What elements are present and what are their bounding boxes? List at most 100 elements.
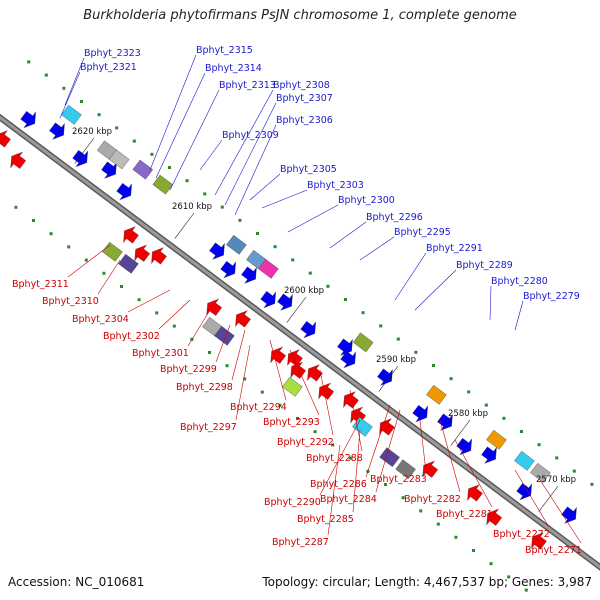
reverse-gene-label: Bphyt_2286: [310, 479, 367, 490]
rna-dot: [348, 456, 352, 460]
scale-tick: [538, 485, 559, 512]
forward-gene-arrow: [72, 149, 88, 168]
forward-gene-arrow: [20, 110, 36, 129]
rna-dot: [489, 562, 493, 566]
scale-label: 2590 kbp: [376, 355, 416, 365]
leader-line: [235, 344, 251, 421]
forward-gene-label: Bphyt_2323: [84, 48, 141, 59]
leader-line: [224, 102, 277, 206]
reverse-gene-label: Bphyt_2287: [272, 537, 329, 548]
feature-box: [486, 429, 507, 450]
rna-dot: [308, 271, 312, 275]
scale-label: 2610 kbp: [172, 202, 212, 212]
scale-tick: [74, 137, 95, 164]
reverse-gene-arrow: [123, 226, 139, 244]
leader-line: [97, 259, 121, 295]
forward-gene-arrow: [340, 350, 356, 369]
rna-dot: [32, 219, 35, 222]
rna-dot: [436, 522, 440, 526]
feature-box: [108, 149, 130, 170]
reverse-gene-arrow: [0, 130, 11, 148]
rna-dot: [572, 469, 576, 473]
rna-dot: [507, 575, 511, 579]
rna-dot: [137, 298, 141, 302]
scale-tick: [378, 365, 399, 392]
rna-dot: [260, 390, 264, 394]
forward-gene-arrow: [277, 293, 293, 311]
reverse-gene-arrow: [270, 346, 287, 364]
leader-line: [414, 269, 457, 311]
forward-gene-label: Bphyt_2296: [366, 212, 423, 223]
leader-line: [158, 299, 191, 330]
rna-dot: [401, 496, 405, 500]
rna-dot: [472, 549, 475, 552]
forward-gene-label: Bphyt_2306: [276, 115, 333, 126]
scale-label: 2580 kbp: [448, 409, 488, 419]
feature-box: [214, 325, 235, 346]
forward-gene-arrow: [49, 122, 65, 140]
scale-tick: [450, 419, 471, 446]
forward-gene-label: Bphyt_2280: [491, 276, 548, 287]
rna-dot: [97, 113, 101, 117]
reverse-gene-label: Bphyt_2281: [436, 509, 493, 520]
rna-dot: [44, 73, 48, 77]
leader-line: [234, 124, 277, 216]
genome-summary-text: Topology: circular; Length: 4,467,537 bp…: [262, 575, 592, 589]
leader-line: [329, 221, 367, 249]
forward-gene-arrow: [241, 266, 257, 284]
leader-line: [269, 339, 287, 401]
reverse-gene-arrow: [486, 508, 503, 526]
rna-dot: [225, 364, 229, 368]
reverse-gene-label: Bphyt_2294: [230, 402, 287, 413]
reverse-gene-arrow: [151, 247, 167, 265]
reverse-gene-arrow: [235, 310, 251, 328]
rna-dot: [344, 298, 347, 301]
leader-line: [231, 329, 246, 381]
forward-gene-arrow: [260, 290, 276, 309]
rna-dot: [331, 443, 335, 447]
rna-dot: [80, 100, 83, 103]
forward-gene-label: Bphyt_2308: [273, 80, 330, 91]
leader-line: [319, 419, 361, 496]
reverse-gene-arrow: [379, 418, 395, 436]
forward-gene-label: Bphyt_2321: [80, 62, 137, 73]
forward-gene-label: Bphyt_2313: [219, 80, 276, 91]
forward-gene-label: Bphyt_2305: [280, 164, 337, 175]
rna-dot: [120, 285, 123, 288]
rna-dot: [14, 205, 18, 209]
forward-gene-label: Bphyt_2279: [523, 291, 580, 302]
rna-dot: [432, 364, 435, 367]
scale-label: 2600 kbp: [284, 286, 324, 296]
rna-dot: [361, 311, 365, 315]
reverse-gene-label: Bphyt_2290: [264, 497, 321, 508]
rna-dot: [419, 509, 423, 513]
reverse-gene-label: Bphyt_2293: [263, 417, 320, 428]
scale-tick: [286, 296, 307, 323]
rna-dot: [520, 430, 523, 433]
leader-line: [352, 429, 361, 513]
rna-dot: [220, 205, 224, 209]
feature-box: [514, 450, 535, 471]
leader-line: [454, 439, 493, 508]
feature-tracks: [0, 60, 594, 592]
reverse-gene-label: Bphyt_2284: [320, 494, 377, 505]
rna-dot: [326, 284, 330, 288]
leader-line: [319, 369, 334, 436]
reverse-gene-label: Bphyt_2283: [370, 474, 427, 485]
forward-gene-arrow: [456, 437, 472, 456]
leader-line: [539, 479, 582, 544]
rna-dot: [524, 588, 528, 592]
forward-gene-arrow: [437, 413, 453, 431]
forward-gene-label: Bphyt_2295: [394, 227, 451, 238]
forward-gene-arrow: [220, 260, 236, 279]
reverse-gene-label: Bphyt_2310: [42, 296, 99, 307]
reverse-gene-label: Bphyt_2285: [297, 514, 354, 525]
gene-labels: Bphyt_2323Bphyt_2321Bphyt_2315Bphyt_2314…: [12, 45, 582, 556]
scale-tick: [174, 212, 195, 239]
rna-dot: [27, 60, 31, 64]
leader-line: [349, 389, 363, 452]
leader-line: [359, 236, 395, 261]
rna-dot: [132, 139, 136, 143]
reverse-gene-label: Bphyt_2297: [180, 422, 237, 433]
